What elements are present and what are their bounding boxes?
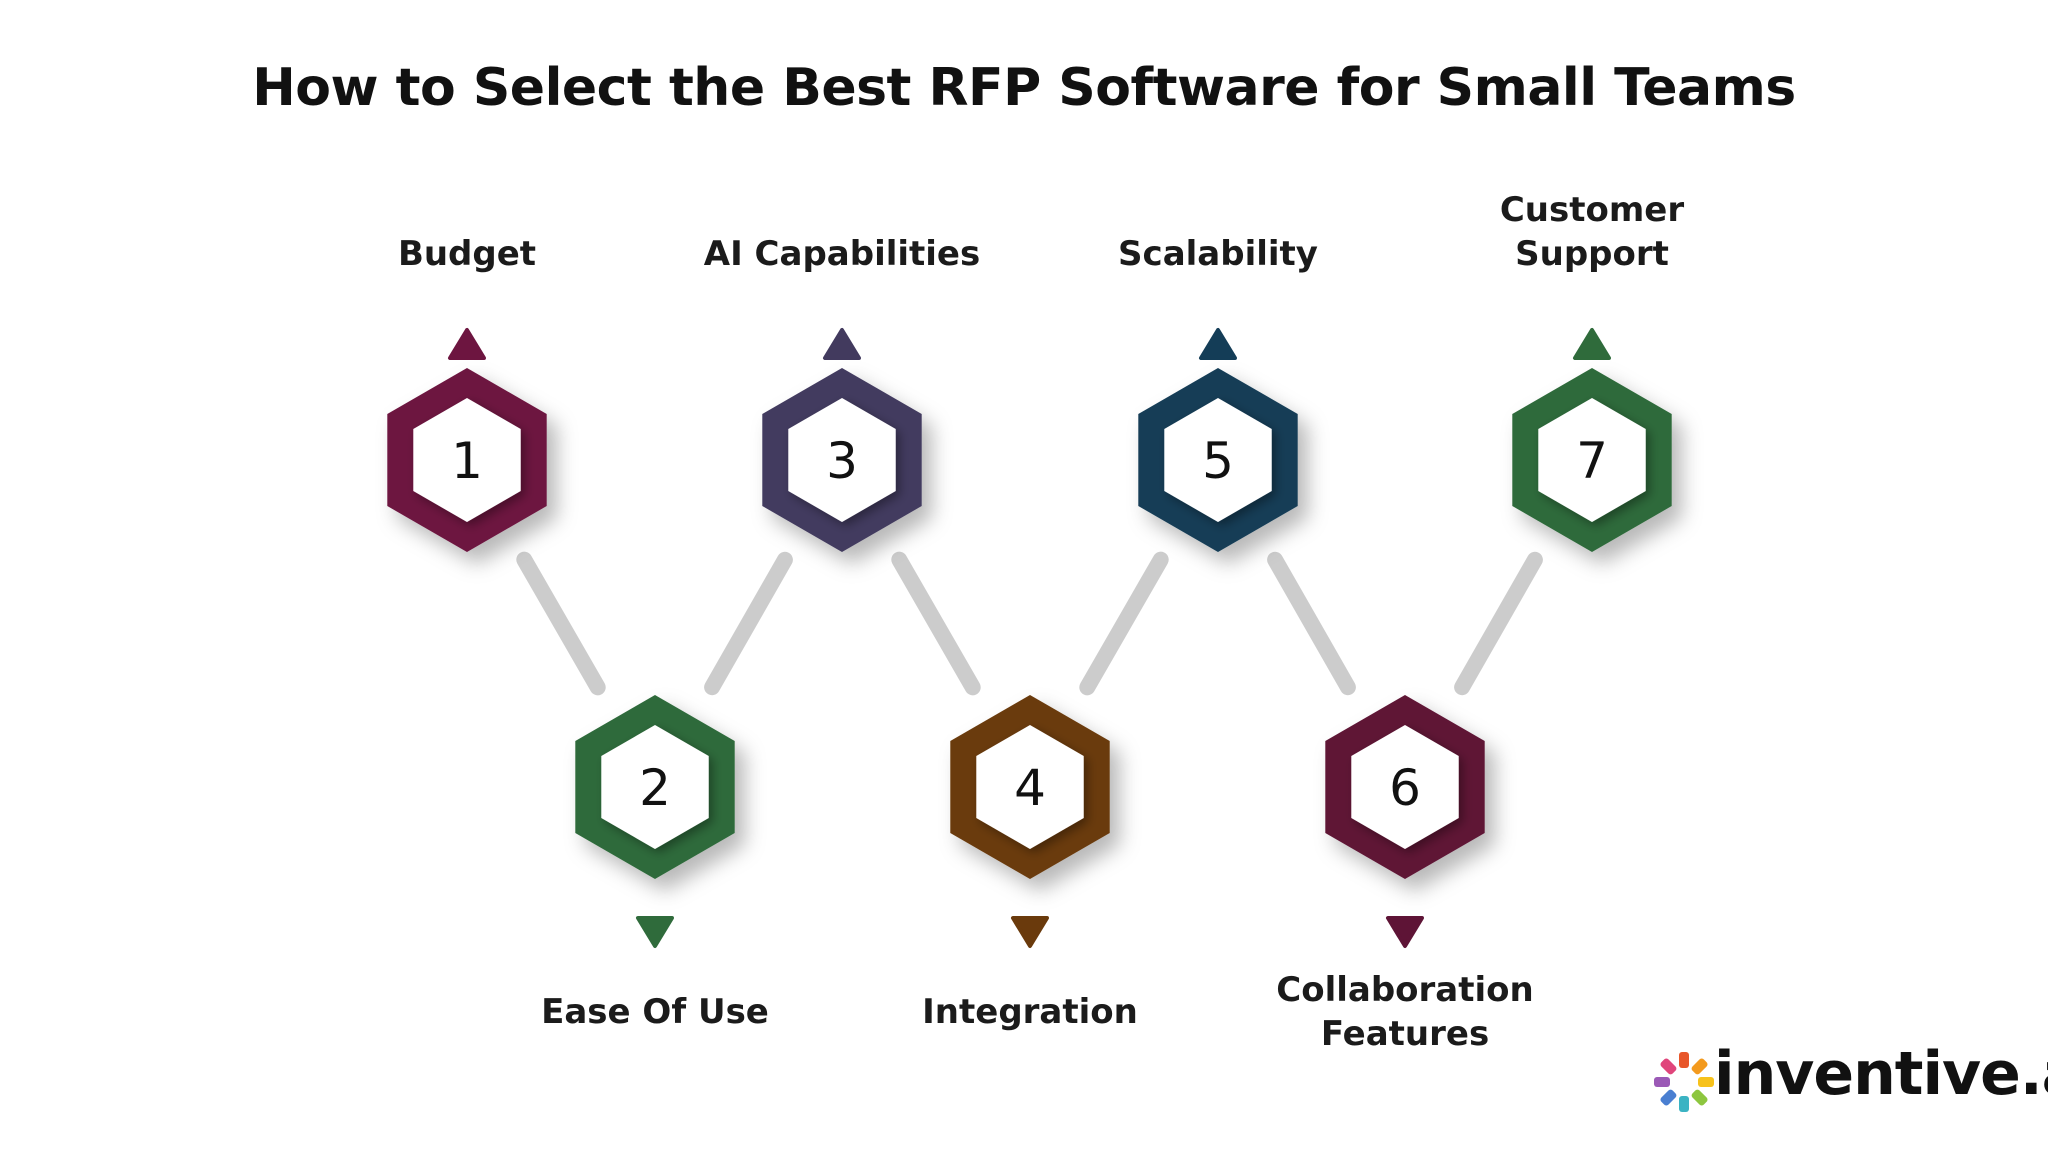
step-2-label: Ease Of Use	[475, 990, 835, 1034]
triangle-down-icon	[1011, 916, 1049, 948]
label-line: Integration	[922, 992, 1138, 1032]
triangle-up-icon	[823, 328, 861, 360]
connector-line	[1454, 551, 1543, 696]
step-number: 1	[451, 432, 483, 490]
connector-line	[1267, 551, 1356, 696]
step-4-label: Integration	[850, 990, 1210, 1034]
hexagon-inner	[1164, 398, 1272, 522]
label-line: Budget	[397, 234, 537, 274]
step-number: 4	[1014, 759, 1046, 817]
triangle-down-icon	[636, 916, 674, 948]
label-line: Collaboration	[1276, 970, 1534, 1010]
step-4-hexagon: 4	[950, 695, 1110, 948]
step-hexagons: 1 2 3 4 5 6 7	[387, 328, 1672, 948]
step-1-hexagon: 1	[387, 328, 547, 552]
step-number: 3	[826, 432, 858, 490]
step-5-label: Scalability	[1038, 232, 1398, 276]
label-line: Ease Of Use	[541, 992, 769, 1032]
step-3-hexagon: 3	[762, 328, 922, 552]
connector-line	[516, 551, 606, 696]
step-5-hexagon: 5	[1138, 328, 1298, 552]
step-number: 2	[639, 759, 671, 817]
label-line: Customer	[1499, 190, 1685, 230]
logo-petal	[1660, 1089, 1677, 1106]
brand-wordmark: inventive.ai	[1714, 1039, 2048, 1109]
hexagon-inner	[413, 398, 521, 522]
label-line: Scalability	[1118, 234, 1318, 274]
connector-line	[1079, 551, 1169, 696]
triangle-up-icon	[448, 328, 486, 360]
step-2-hexagon: 2	[575, 695, 735, 948]
label-line: Support	[1515, 234, 1669, 274]
page-title: How to Select the Best RFP Software for …	[252, 58, 1796, 118]
triangle-down-icon	[1386, 916, 1424, 948]
label-line: AI Capabilities	[703, 234, 981, 274]
logo-petal	[1691, 1089, 1708, 1106]
step-6-hexagon: 6	[1325, 695, 1485, 948]
logo-petal	[1691, 1058, 1708, 1075]
inventive-logo-icon	[1654, 1052, 1714, 1112]
triangle-up-icon	[1199, 328, 1237, 360]
connector-line	[891, 551, 981, 696]
step-number: 7	[1576, 432, 1608, 490]
logo-petal	[1698, 1077, 1714, 1087]
logo-petal	[1660, 1058, 1677, 1075]
step-number: 6	[1389, 759, 1421, 817]
triangle-up-icon	[1573, 328, 1611, 360]
hexagon-inner	[1538, 398, 1646, 522]
connector-line	[704, 551, 793, 696]
hexagon-inner	[788, 398, 896, 522]
logo-petal	[1679, 1052, 1689, 1068]
connector-lines	[516, 551, 1543, 696]
hexagon-inner	[976, 725, 1084, 849]
hexagon-inner	[601, 725, 709, 849]
hexagon-inner	[1351, 725, 1459, 849]
logo-petal	[1679, 1096, 1689, 1112]
logo-petal	[1654, 1077, 1670, 1087]
step-3-label: AI Capabilities	[662, 232, 1022, 276]
step-number: 5	[1202, 432, 1234, 490]
label-line: Features	[1320, 1014, 1490, 1054]
step-1-label: Budget	[287, 232, 647, 276]
step-7-hexagon: 7	[1512, 328, 1672, 552]
